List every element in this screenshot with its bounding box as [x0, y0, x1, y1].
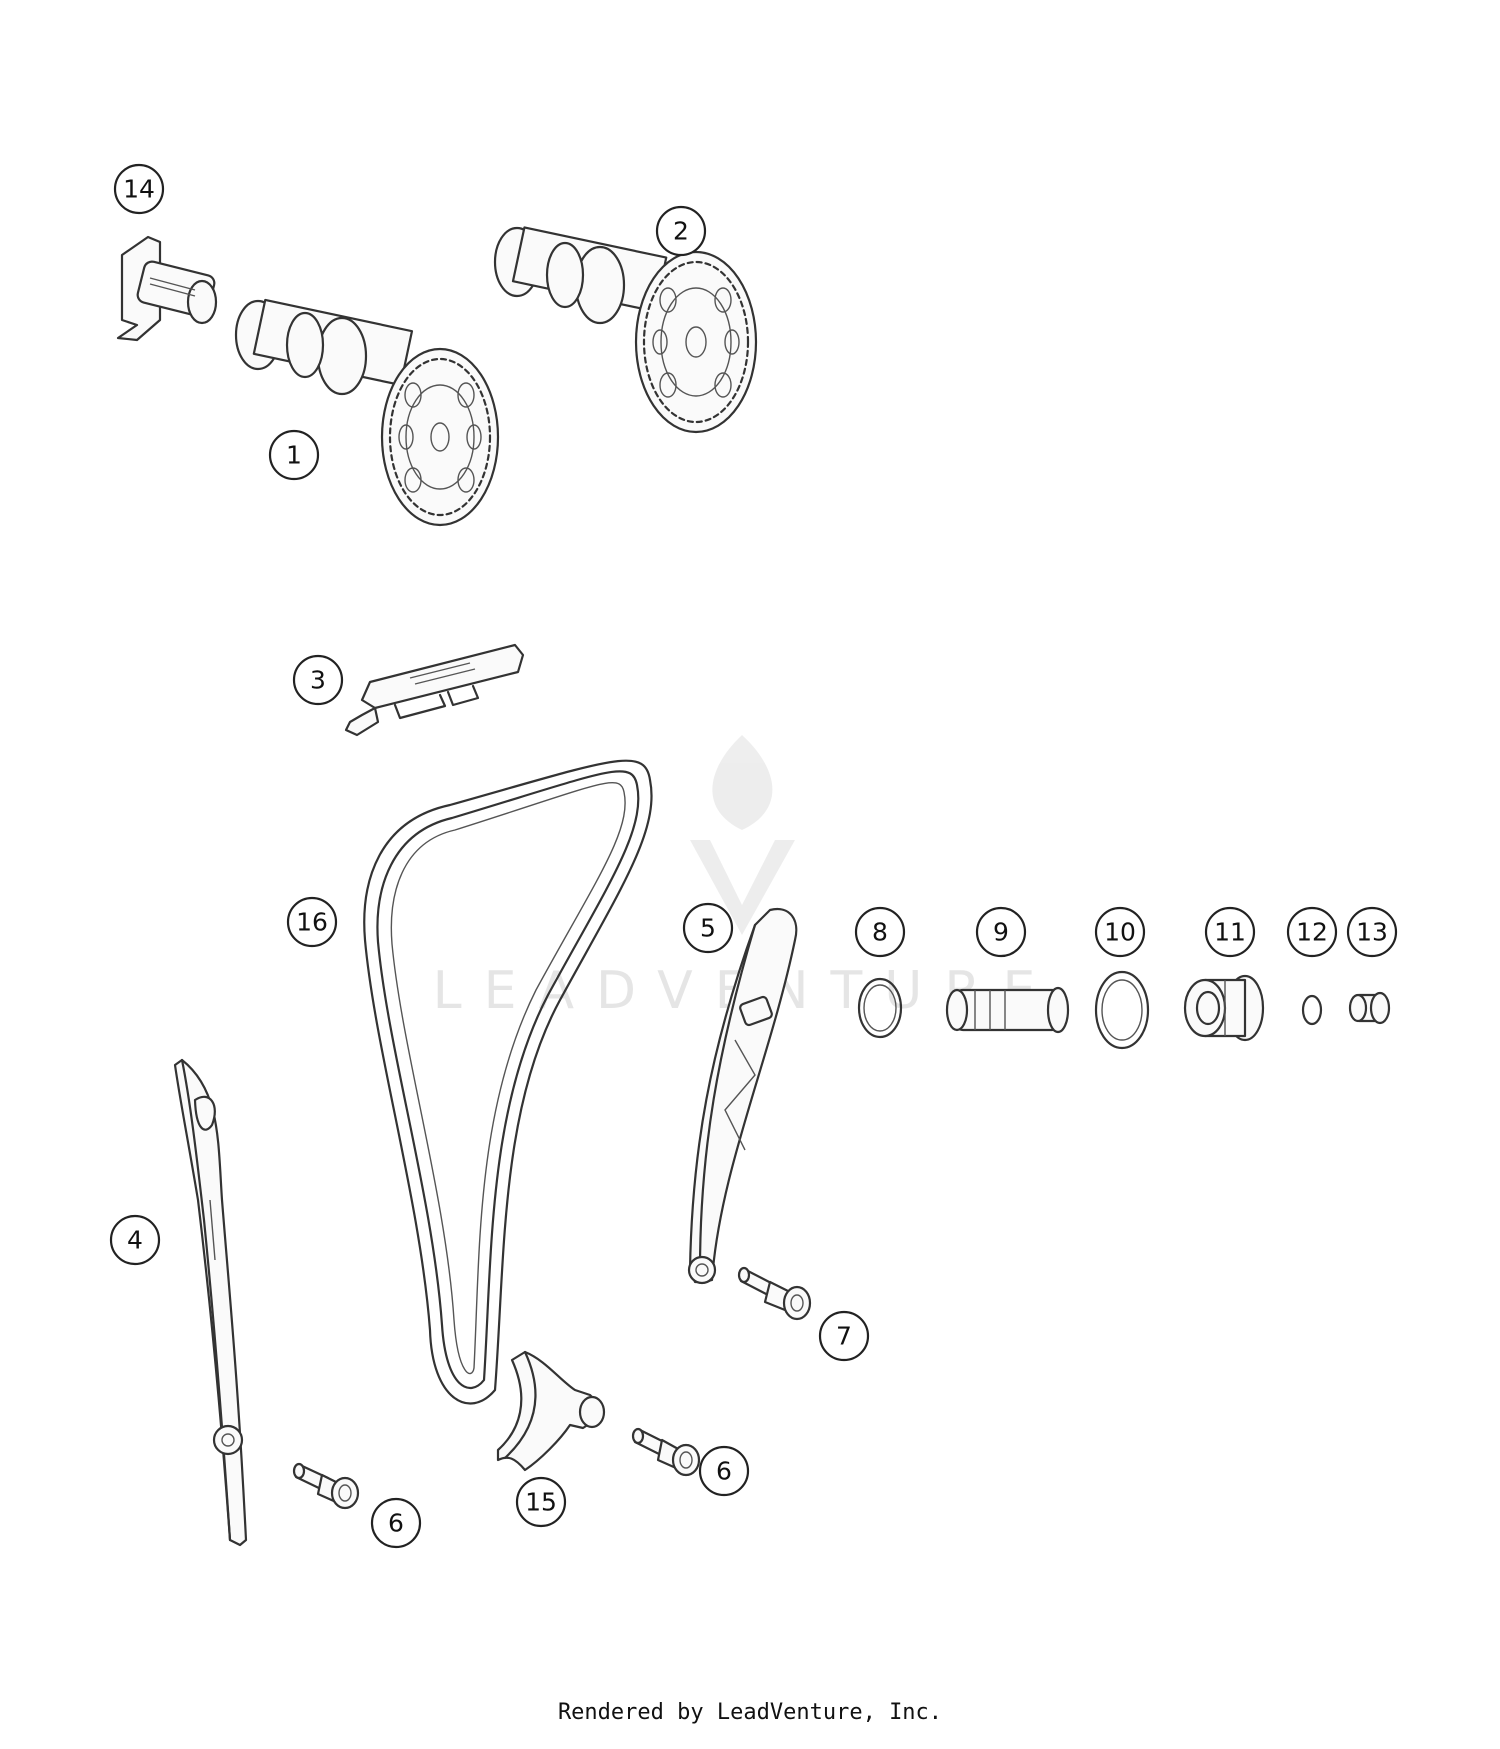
part-6-bolt-left: [292, 1462, 360, 1510]
callout-9[interactable]: 9: [975, 906, 1027, 958]
callout-16-label: 16: [296, 908, 328, 937]
part-14-bearing-bracket: [116, 235, 218, 342]
callout-11-label: 11: [1214, 918, 1246, 947]
callout-6-left-label: 6: [388, 1509, 404, 1538]
callout-15-label: 15: [525, 1488, 557, 1517]
callouts: 14 2 1 3 16 5 8 9: [109, 163, 1398, 1549]
callout-15[interactable]: 15: [515, 1476, 567, 1528]
callout-11[interactable]: 11: [1204, 906, 1256, 958]
callout-9-label: 9: [993, 918, 1009, 947]
part-6-bolt-right: [631, 1427, 701, 1477]
callout-6-right[interactable]: 6: [698, 1445, 750, 1497]
callout-1-label: 1: [286, 441, 302, 470]
part-12-small-o-ring: [1301, 994, 1323, 1026]
callout-10-label: 10: [1104, 918, 1136, 947]
callout-14-label: 14: [123, 175, 155, 204]
part-5-tensioner-rail: [687, 907, 798, 1285]
callout-6-right-label: 6: [716, 1457, 732, 1486]
callout-2-label: 2: [673, 217, 689, 246]
callout-2[interactable]: 2: [655, 205, 707, 257]
callout-4-label: 4: [127, 1226, 143, 1255]
callout-5[interactable]: 5: [682, 902, 734, 954]
part-2-camshaft: [493, 226, 758, 434]
callout-5-label: 5: [700, 914, 716, 943]
callout-16[interactable]: 16: [286, 896, 338, 948]
part-10-seal-ring: [1094, 970, 1150, 1050]
part-1-camshaft: [234, 298, 500, 527]
callout-4[interactable]: 4: [109, 1214, 161, 1266]
part-7-bolt: [737, 1266, 812, 1321]
part-15-small-chain-guide: [496, 1350, 606, 1472]
part-11-screw-plug: [1183, 974, 1265, 1042]
part-9-tensioner-piston: [945, 986, 1070, 1034]
callout-3-label: 3: [310, 666, 326, 695]
callout-14[interactable]: 14: [113, 163, 165, 215]
part-4-chain-guide-rail: [173, 1058, 248, 1547]
callout-13[interactable]: 13: [1346, 906, 1398, 958]
callout-8-label: 8: [872, 918, 888, 947]
footer-credit: Rendered by LeadVenture, Inc.: [557, 1700, 943, 1725]
callout-8[interactable]: 8: [854, 906, 906, 958]
part-3-guide-rail: [344, 643, 525, 737]
part-13-plug: [1348, 991, 1391, 1025]
callout-12-label: 12: [1296, 918, 1328, 947]
callout-13-label: 13: [1356, 918, 1388, 947]
callout-12[interactable]: 12: [1286, 906, 1338, 958]
callout-1[interactable]: 1: [268, 429, 320, 481]
part-8-o-ring: [857, 977, 903, 1039]
part-16-timing-chain: [363, 759, 653, 1405]
callout-7-label: 7: [836, 1322, 852, 1351]
callout-10[interactable]: 10: [1094, 906, 1146, 958]
callout-3[interactable]: 3: [292, 654, 344, 706]
callout-6-left[interactable]: 6: [370, 1497, 422, 1549]
callout-7[interactable]: 7: [818, 1310, 870, 1362]
watermark-flame-logo: [690, 735, 795, 935]
